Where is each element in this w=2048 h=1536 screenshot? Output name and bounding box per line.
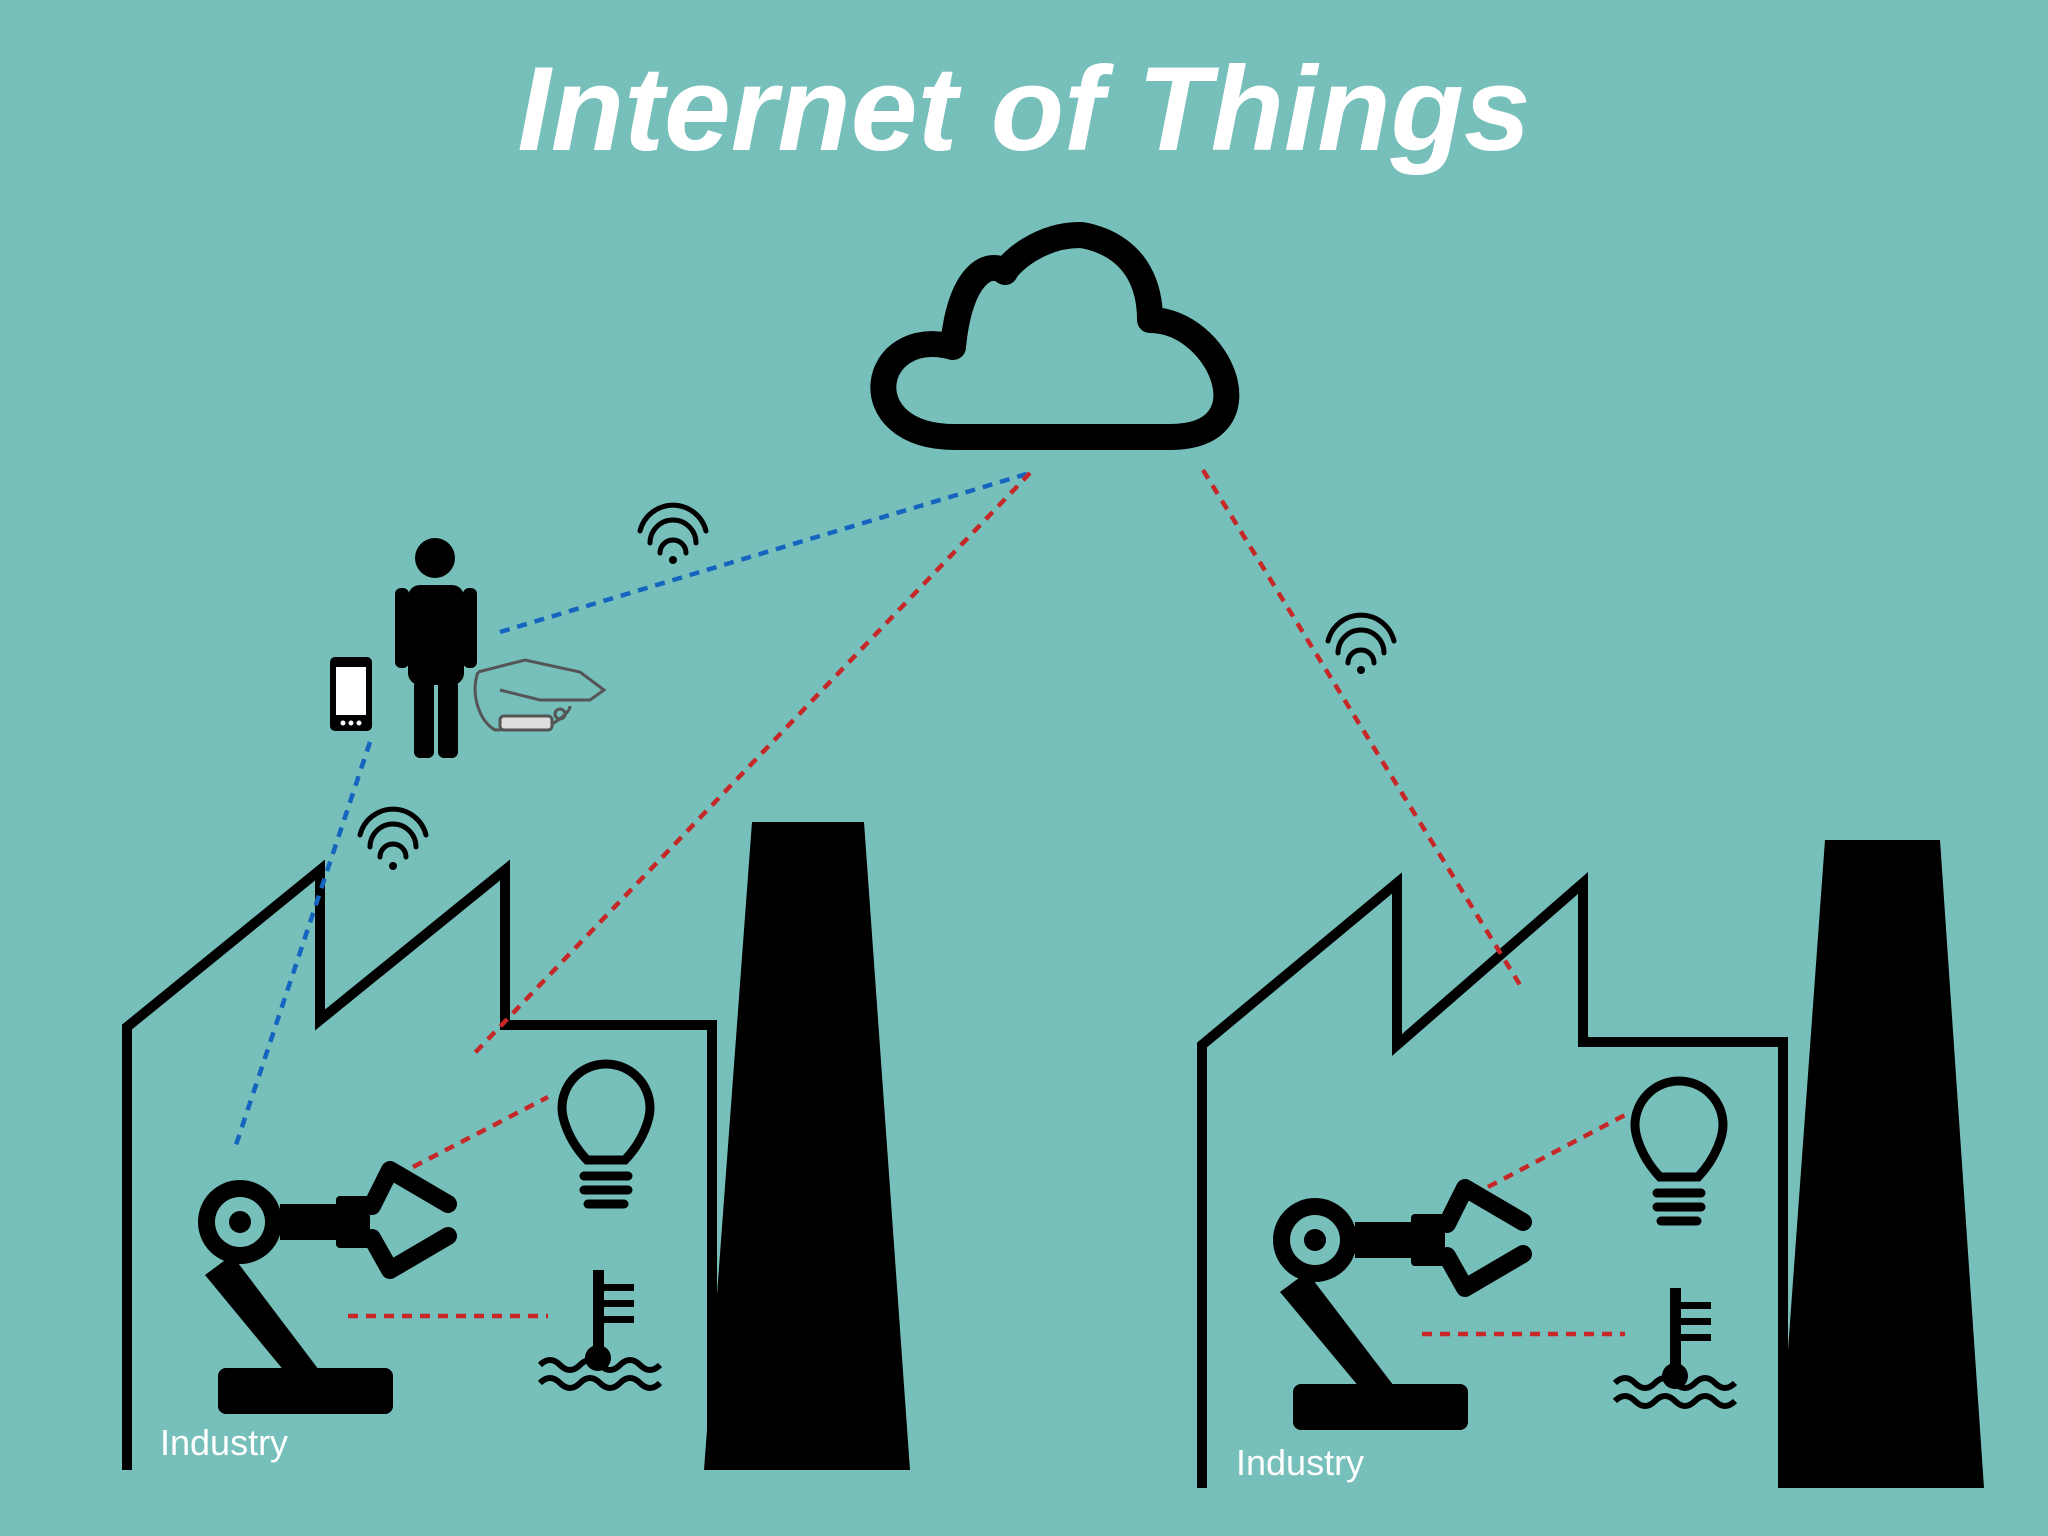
person-icon — [395, 538, 477, 758]
factory-label: Industry — [1236, 1442, 1364, 1483]
wifi-icon — [357, 806, 429, 870]
link-robot-bulb-left — [411, 1095, 550, 1169]
page-title: Internet of Things — [517, 42, 1530, 176]
link-robot-bulb-right — [1486, 1113, 1627, 1189]
light-bulb-icon — [1630, 1076, 1728, 1226]
cloud-icon — [870, 222, 1240, 450]
link-phone-robot — [232, 741, 373, 1149]
link-cloud-factory-left — [468, 471, 1032, 1060]
connection-links — [232, 468, 1627, 1337]
light-bulb-icon — [557, 1059, 655, 1209]
wifi-icon — [1325, 612, 1397, 674]
robot-arm-icon — [1273, 1179, 1532, 1430]
smart-glasses-icon — [473, 658, 607, 732]
water-temperature-icon — [537, 1270, 663, 1391]
factory-left: Industry — [122, 822, 910, 1470]
factory-icon — [1197, 872, 1788, 1488]
robot-arm-icon — [198, 1161, 457, 1414]
factory-label: Industry — [160, 1422, 288, 1463]
link-person-cloud — [499, 470, 1031, 635]
wifi-icon — [637, 502, 709, 564]
chimney-icon — [704, 822, 910, 1470]
water-temperature-icon — [1612, 1288, 1738, 1409]
factory-icon — [122, 859, 717, 1470]
factory-right: Industry — [1197, 840, 1984, 1488]
chimney-icon — [1778, 840, 1984, 1488]
smartphone-icon — [330, 657, 372, 731]
